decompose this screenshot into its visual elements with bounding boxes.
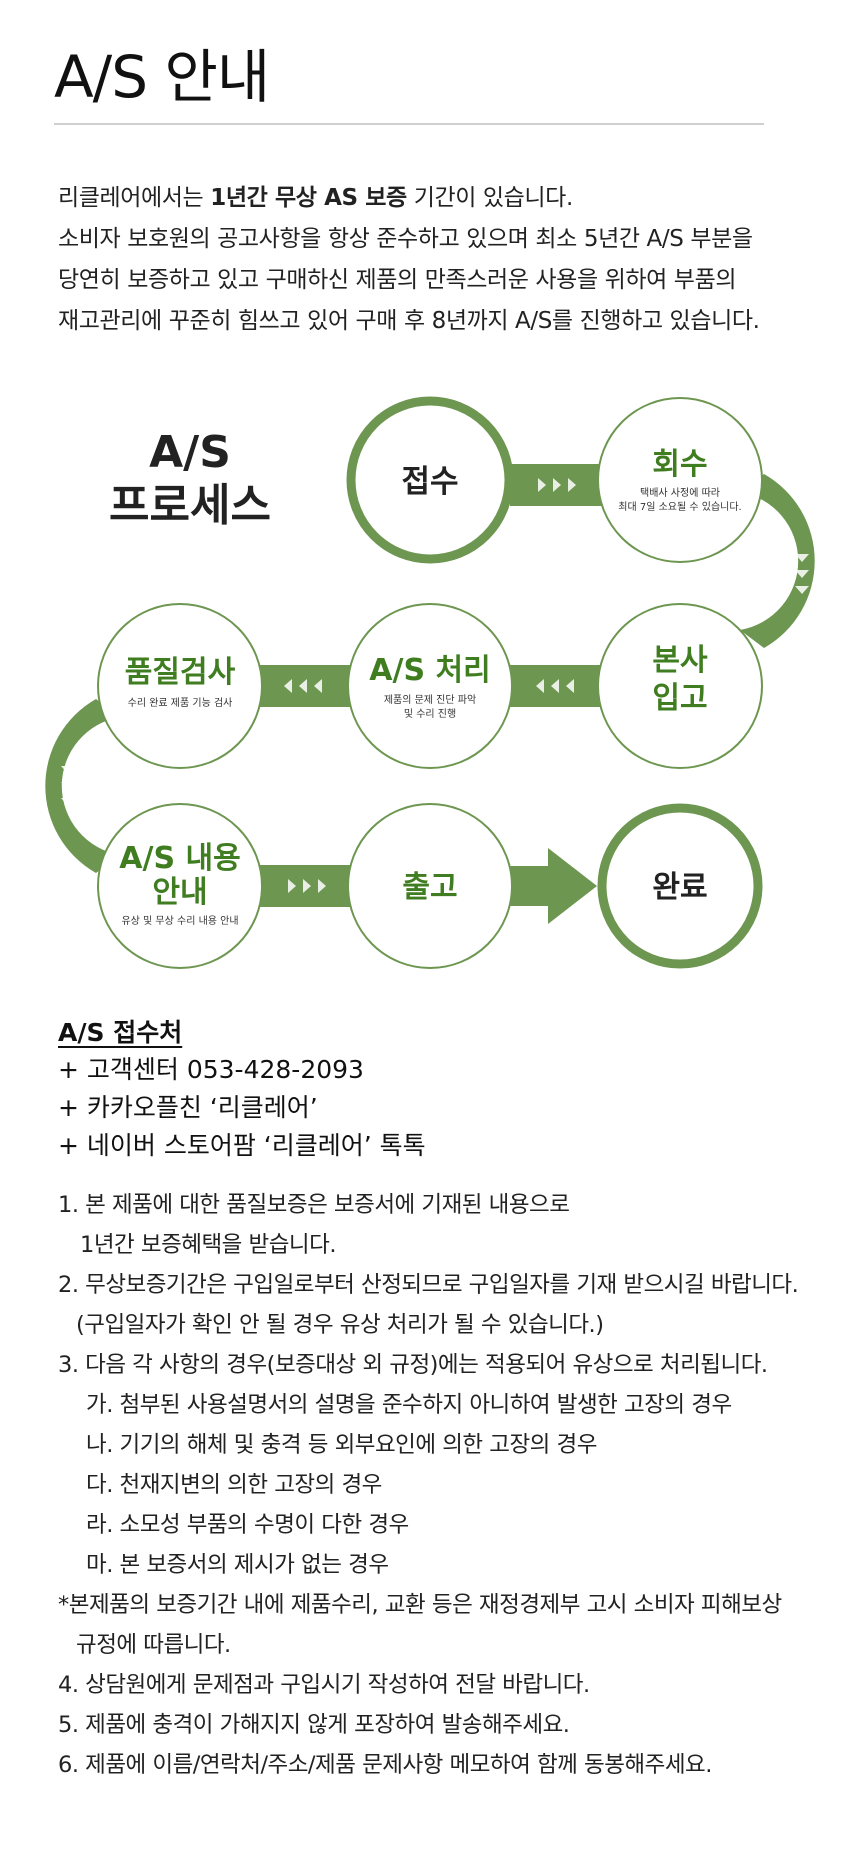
chevron-right-icon — [553, 478, 561, 492]
reception-phone: + 고객센터 053-428-2093 — [58, 1055, 364, 1084]
chevron-right-icon — [303, 879, 311, 893]
note-line: 1년간 보증혜택을 받습니다. — [80, 1232, 336, 1258]
as-reception-section: A/S 접수처 + 고객센터 053-428-2093 + 카카오플친 ‘리클레… — [58, 1015, 426, 1165]
step-pickup-desc-1: 택배사 사정에 따라 — [640, 487, 720, 499]
chevron-right-icon — [318, 879, 326, 893]
chevron-down-icon — [795, 570, 809, 578]
step-guide-desc-1: 유상 및 무상 수리 내용 안내 — [121, 915, 238, 927]
intro-line-1: 리클레어에서는 1년간 무상 AS 보증 기간이 있습니다. — [58, 178, 848, 219]
note-line: 6. 제품에 이름/연락처/주소/제품 문제사항 메모하여 함께 동봉해주세요. — [58, 1752, 712, 1778]
process-flow-svg: A/S 프로세스 접수 회수 택배사 사정에 따라 최대 7일 소요될 수 있습… — [45, 396, 815, 969]
step-pickup-title: 회수 — [652, 447, 707, 482]
note-line: *본제품의 보증기간 내에 제품수리, 교환 등은 재정경제부 고시 소비자 피… — [58, 1592, 782, 1618]
step-guide-title-2: 안내 — [152, 875, 207, 910]
intro-line-4: 재고관리에 꾸준히 힘쓰고 있어 구매 후 8년까지 A/S를 진행하고 있습니… — [58, 308, 760, 334]
step-pickup: 회수 택배사 사정에 따라 최대 7일 소요될 수 있습니다. — [597, 397, 763, 563]
reception-naver: + 네이버 스토어팜 ‘리클레어’ 톡톡 — [58, 1131, 426, 1160]
chevron-down-icon — [61, 798, 75, 806]
step-quality-desc-1: 수리 완료 제품 기능 검사 — [128, 697, 233, 709]
chevron-left-icon — [284, 679, 292, 693]
note-line: 1. 본 제품에 대한 품질보증은 보증서에 기재된 내용으로 — [58, 1192, 570, 1218]
chevron-left-icon — [566, 679, 574, 693]
chevron-right-icon — [568, 478, 576, 492]
note-line: 가. 첨부된 사용설명서의 설명을 준수하지 아니하여 발생한 고장의 경우 — [86, 1392, 732, 1418]
warranty-notes: 1. 본 제품에 대한 품질보증은 보증서에 기재된 내용으로 1년간 보증혜택… — [58, 1185, 858, 1785]
intro-line-3: 당연히 보증하고 있고 구매하신 제품의 만족스러운 사용을 위하여 부품의 — [58, 267, 737, 293]
title-divider — [54, 123, 764, 125]
as-process-diagram: A/S 프로세스 접수 회수 택배사 사정에 따라 최대 7일 소요될 수 있습… — [0, 375, 860, 985]
step-complete: 완료 — [597, 803, 763, 969]
step-processing: A/S 처리 제품의 문제 진단 파악 및 수리 진행 — [347, 603, 513, 769]
chevron-right-icon — [288, 879, 296, 893]
note-line: 3. 다음 각 사항의 경우(보증대상 외 규정)에는 적용되어 유상으로 처리… — [58, 1352, 768, 1378]
process-heading-line-2: 프로세스 — [109, 480, 271, 531]
step-hq-title-2: 입고 — [652, 681, 707, 716]
step-shipping-title: 출고 — [402, 870, 457, 905]
chevron-left-icon — [536, 679, 544, 693]
process-heading-line-1: A/S — [149, 427, 231, 478]
note-line: (구입일자가 확인 안 될 경우 유상 처리가 될 수 있습니다.) — [76, 1312, 604, 1338]
note-line: 4. 상담원에게 문제점과 구입시기 작성하여 전달 바랍니다. — [58, 1672, 590, 1698]
step-processing-desc-1: 제품의 문제 진단 파악 — [384, 694, 476, 706]
note-line: 나. 기기의 해체 및 충격 등 외부요인에 의한 고장의 경우 — [86, 1432, 597, 1458]
intro-line-1-suffix: 기간이 있습니다. — [406, 185, 574, 211]
step-pickup-desc-2: 최대 7일 소요될 수 있습니다. — [618, 501, 741, 513]
chevron-down-icon — [61, 766, 75, 774]
chevron-left-icon — [314, 679, 322, 693]
step-quality: 품질검사 수리 완료 제품 기능 검사 — [97, 603, 263, 769]
chevron-down-icon — [795, 586, 809, 594]
intro-text: 리클레어에서는 1년간 무상 AS 보증 기간이 있습니다. 소비자 보호원의 … — [58, 178, 848, 342]
note-line: 규정에 따릅니다. — [76, 1632, 231, 1658]
step-shipping: 출고 — [347, 803, 513, 969]
step-receipt: 접수 — [346, 396, 514, 564]
step-processing-title: A/S 처리 — [369, 653, 490, 688]
page-title: A/S 안내 — [54, 43, 270, 111]
intro-line-2: 소비자 보호원의 공고사항을 항상 준수하고 있으며 최소 5년간 A/S 부분… — [58, 226, 753, 252]
step-guide: A/S 내용 안내 유상 및 무상 수리 내용 안내 — [97, 803, 263, 969]
chevron-down-icon — [795, 554, 809, 562]
note-line: 5. 제품에 충격이 가해지지 않게 포장하여 발송해주세요. — [58, 1712, 570, 1738]
step-receipt-title: 접수 — [401, 464, 458, 500]
note-line: 라. 소모성 부품의 수명이 다한 경우 — [86, 1512, 409, 1538]
step-guide-title-1: A/S 내용 — [119, 841, 240, 876]
reception-kakao: + 카카오플친 ‘리클레어’ — [58, 1093, 318, 1122]
reception-heading: A/S 접수처 — [58, 1018, 183, 1047]
warranty-highlight: 1년간 무상 AS 보증 — [210, 185, 407, 211]
note-line: 2. 무상보증기간은 구입일로부터 산정되므로 구입일자를 기재 받으시길 바랍… — [58, 1272, 799, 1298]
step-complete-title: 완료 — [652, 870, 707, 905]
chevron-down-icon — [61, 782, 75, 790]
note-line: 다. 천재지변의 의한 고장의 경우 — [86, 1472, 382, 1498]
step-processing-desc-2: 및 수리 진행 — [404, 708, 456, 720]
chevron-right-icon — [538, 478, 546, 492]
step-quality-title: 품질검사 — [125, 655, 236, 690]
intro-line-1-prefix: 리클레어에서는 — [58, 185, 211, 211]
chevron-left-icon — [299, 679, 307, 693]
connector-arc-left — [45, 699, 120, 873]
step-hq-title-1: 본사 — [652, 643, 708, 678]
chevron-left-icon — [551, 679, 559, 693]
connector-arc-right — [740, 474, 815, 648]
note-line: 마. 본 보증서의 제시가 없는 경우 — [86, 1552, 389, 1578]
big-arrow-to-complete — [510, 848, 597, 924]
step-hq: 본사 입고 — [597, 603, 763, 769]
